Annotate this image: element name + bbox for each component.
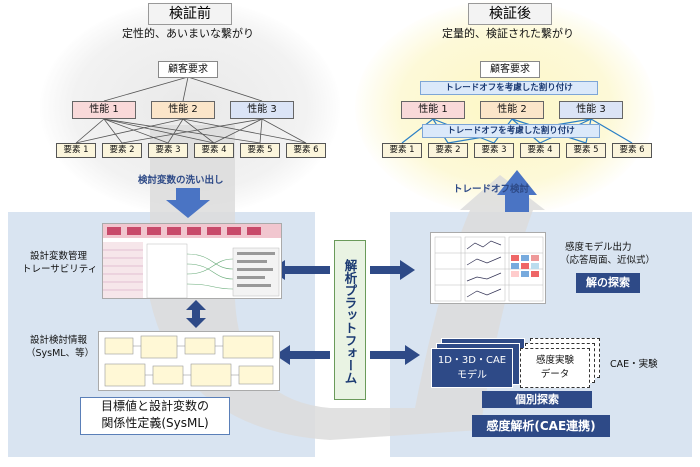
- after-element-3: 要素 3: [474, 143, 514, 158]
- after-customer-box: 顧客要求: [480, 61, 540, 78]
- before-element-3: 要素 3: [148, 143, 188, 158]
- after-element-5: 要素 5: [566, 143, 606, 158]
- traceability-screenshot: [102, 223, 282, 299]
- after-tradeoff-top: トレードオフを考慮した割り付け: [420, 81, 598, 95]
- bot-right-dbl-arrow: [370, 345, 420, 365]
- before-perf-3: 性能 3: [230, 101, 294, 119]
- before-subtitle: 定性的、あいまいな繋がり: [122, 27, 254, 40]
- top-left-dbl-arrow: [270, 260, 330, 280]
- left-footer-line-1: 目標値と設計変数の: [100, 399, 209, 413]
- analysis-box: 感度解析(CAE連携): [472, 415, 610, 437]
- platform-label: 解析プラットフォーム: [342, 258, 358, 384]
- vertical-dbl-arrow: [186, 300, 206, 328]
- exp-line-1: 感度実験: [535, 355, 574, 366]
- info-label-2: （SysML、等）: [26, 348, 95, 359]
- before-element-4: 要素 4: [194, 143, 234, 158]
- before-element-6: 要素 6: [286, 143, 326, 158]
- platform-bar: [334, 240, 366, 400]
- after-element-4: 要素 4: [520, 143, 560, 158]
- after-element-1: 要素 1: [382, 143, 422, 158]
- bot-left-dbl-arrow: [275, 345, 330, 365]
- sensitivity-screenshot: [430, 232, 546, 304]
- before-perf-1: 性能 1: [72, 101, 136, 119]
- cae-model-box: 1D・3D・CAE モデル: [431, 348, 513, 388]
- before-perf-2: 性能 2: [151, 101, 215, 119]
- tradeoff-arrow: [497, 170, 537, 212]
- tradeoff-check-label: トレードオフ検討: [453, 184, 530, 195]
- after-element-2: 要素 2: [428, 143, 468, 158]
- solution-box: 解の探索: [576, 273, 640, 293]
- mgmt-label-2: トレーサビリティ: [22, 264, 98, 275]
- sens-model-label-2: （応答局面、近似式）: [560, 255, 656, 266]
- cae-exp-label: CAE・実験: [610, 359, 658, 370]
- before-element-2: 要素 2: [102, 143, 142, 158]
- before-element-1: 要素 1: [56, 143, 96, 158]
- sens-model-label-1: 感度モデル出力: [565, 242, 632, 253]
- cae-line-1: 1D・3D・CAE: [437, 355, 507, 366]
- left-footer-box: 目標値と設計変数の 関係性定義(SysML): [80, 397, 230, 435]
- before-customer-box: 顧客要求: [158, 61, 218, 78]
- exp-data-box: 感度実験 データ: [520, 348, 590, 388]
- sysml-screenshot: [98, 331, 280, 391]
- after-perf-1: 性能 1: [401, 101, 465, 119]
- individual-box: 個別探索: [482, 391, 592, 408]
- top-right-dbl-arrow: [370, 260, 415, 280]
- before-element-5: 要素 5: [240, 143, 280, 158]
- cae-line-2: モデル: [457, 370, 487, 381]
- after-perf-3: 性能 3: [559, 101, 623, 119]
- info-label-1: 設計検討情報: [30, 335, 88, 346]
- extract-label: 検討変数の洗い出し: [138, 175, 224, 186]
- after-perf-2: 性能 2: [480, 101, 544, 119]
- exp-line-2: データ: [540, 369, 570, 380]
- after-title: 検証後: [468, 3, 552, 25]
- extract-arrow: [166, 188, 210, 218]
- after-element-6: 要素 6: [612, 143, 652, 158]
- after-tradeoff-mid: トレードオフを考慮した割り付け: [422, 124, 600, 138]
- left-footer-line-2: 関係性定義(SysML): [101, 416, 209, 430]
- mgmt-label-1: 設計変数管理: [30, 251, 88, 262]
- after-subtitle: 定量的、検証された繋がり: [442, 27, 574, 40]
- before-title: 検証前: [148, 3, 232, 25]
